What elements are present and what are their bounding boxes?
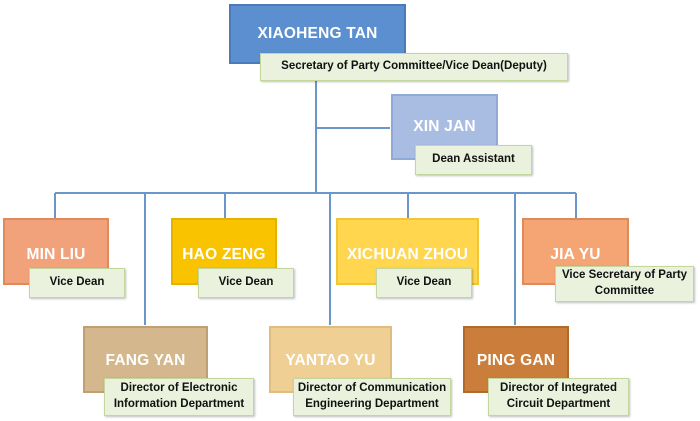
node-name: HAO ZENG: [182, 246, 266, 263]
role-fang-yan: Director of Electronic Information Depar…: [104, 378, 254, 416]
role-xichuan-zhou: Vice Dean: [376, 268, 472, 298]
role-label-line2: Committee: [594, 285, 655, 297]
node-name: XICHUAN ZHOU: [346, 246, 469, 263]
role-xiaoheng-tan: Secretary of Party Committee/Vice Dean(D…: [260, 53, 568, 81]
role-label: Secretary of Party Committee/Vice Dean(D…: [281, 60, 547, 73]
role-hao-zeng: Vice Dean: [198, 268, 294, 298]
node-name: PING GAN: [476, 352, 556, 369]
role-label: Vice Dean: [49, 276, 105, 289]
role-jia-yu: Vice Secretary of Party Committee: [555, 266, 694, 302]
role-label-line1: Director of Electronic: [120, 382, 238, 395]
node-name: XIN JAN: [413, 118, 476, 135]
role-label-line1: Director of Communication: [297, 382, 447, 395]
role-label-line2: Circuit Department: [506, 398, 611, 410]
role-label: Vice Dean: [396, 276, 452, 289]
role-label: Vice Dean: [218, 276, 274, 289]
role-label-line2: Engineering Department: [305, 398, 439, 410]
node-name: XIAOHENG TAN: [257, 25, 378, 42]
role-label: Dean Assistant: [432, 153, 515, 166]
node-name: YANTAO YU: [285, 352, 376, 369]
role-yantao-yu: Director of Communication Engineering De…: [293, 378, 451, 416]
node-name: FANG YAN: [105, 352, 186, 369]
role-ping-gan: Director of Integrated Circuit Departmen…: [488, 378, 629, 416]
role-label-line1: Vice Secretary of Party: [561, 269, 688, 282]
node-name: JIA YU: [550, 246, 601, 263]
role-xin-jan: Dean Assistant: [415, 145, 532, 175]
role-label-line2: Information Department: [113, 398, 245, 410]
node-name: MIN LIU: [26, 246, 86, 263]
role-min-liu: Vice Dean: [29, 268, 125, 298]
role-label-line1: Director of Integrated: [500, 382, 617, 395]
